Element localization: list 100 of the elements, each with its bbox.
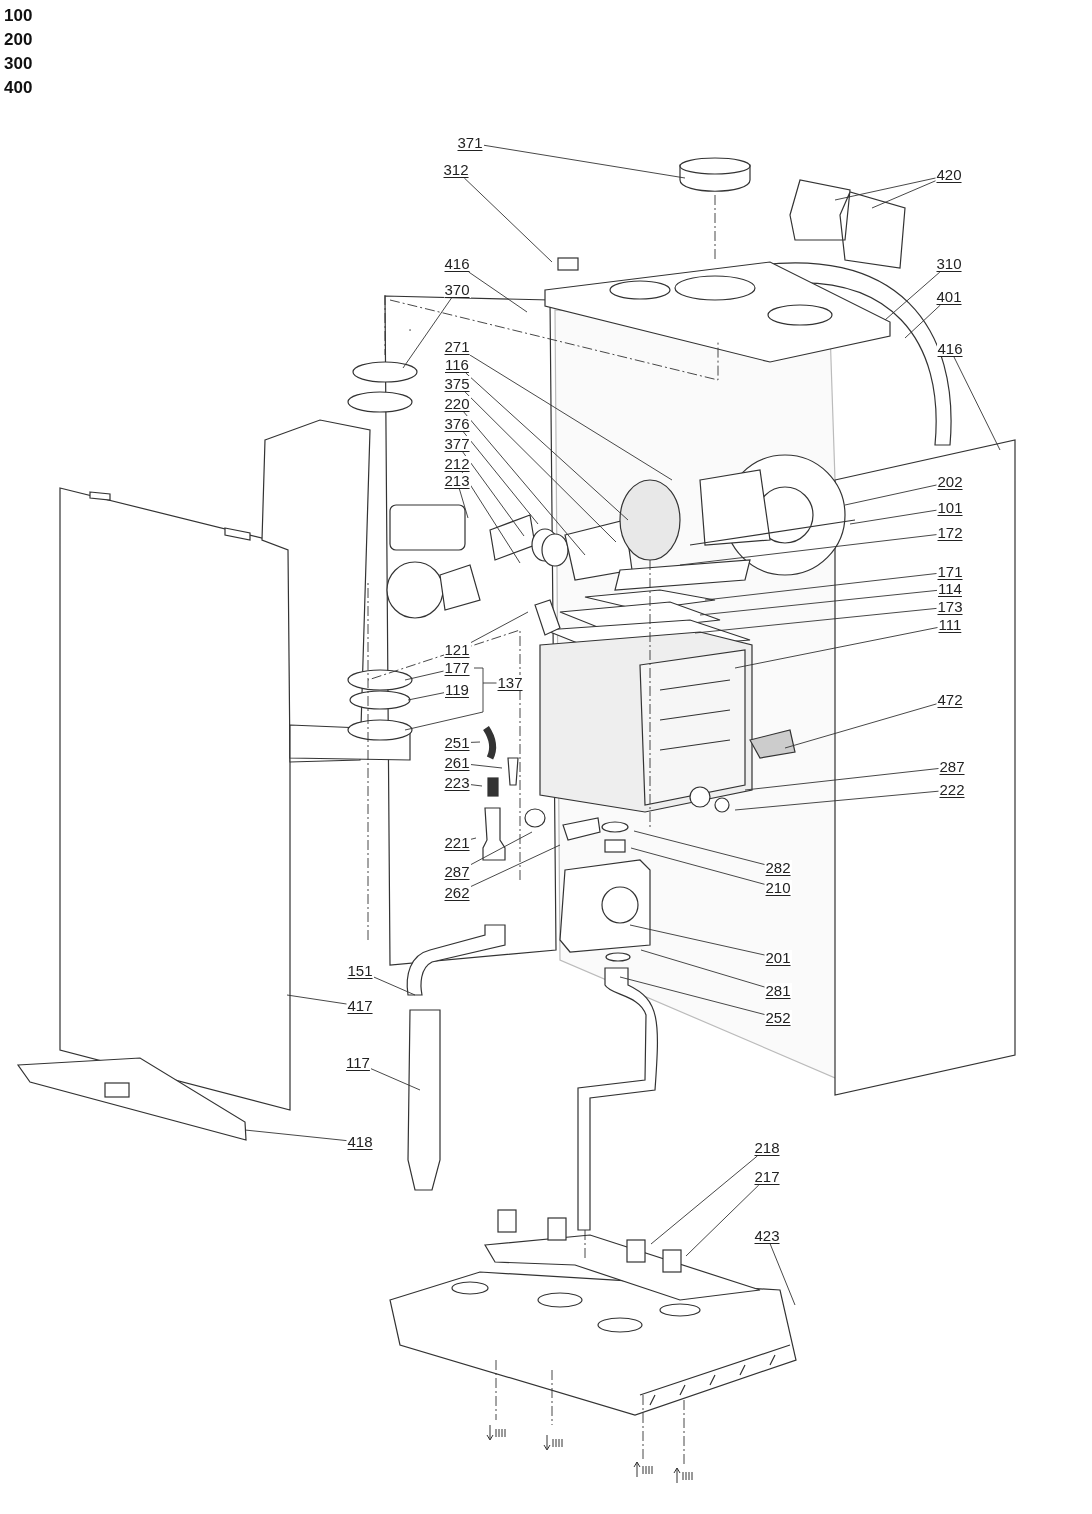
callout-number: 177 (443, 660, 471, 676)
leader-line (640, 949, 765, 988)
callout-number: 173 (936, 599, 964, 615)
callout-number: 371 (456, 135, 484, 151)
leader-line (470, 837, 477, 840)
leader-line (834, 177, 936, 201)
callout-number: 423 (753, 1228, 781, 1244)
callout-number: 401 (935, 289, 963, 305)
leader-line (373, 976, 416, 996)
leader-line (694, 607, 937, 634)
callout-number: 116 (444, 357, 470, 373)
leader-line (244, 1129, 347, 1142)
leader-line (461, 471, 521, 564)
leader-line (699, 589, 938, 616)
leader-line (470, 611, 529, 644)
callout-number: 418 (346, 1134, 374, 1150)
callout-number: 221 (443, 835, 471, 851)
leader-line (704, 573, 937, 601)
leader-line (784, 703, 937, 749)
leader-line (769, 1243, 796, 1306)
callout-number: 416 (443, 256, 471, 272)
leader-line (402, 297, 452, 369)
callout-number: 282 (764, 860, 792, 876)
leader-line (463, 177, 553, 263)
leader-line (734, 627, 938, 669)
leader-line (463, 431, 539, 525)
leader-line (465, 372, 629, 521)
callout-number: 262 (443, 885, 471, 901)
callout-number: 114 (937, 581, 963, 597)
leader-line (953, 356, 1001, 451)
callout-number: 210 (764, 880, 792, 896)
leader-line (734, 790, 939, 811)
model-number: 200 (4, 30, 33, 50)
leader-line (685, 1184, 760, 1257)
callout-number: 217 (753, 1169, 781, 1185)
leader-line (650, 1155, 758, 1245)
callout-number: 223 (443, 775, 471, 791)
callout-number: 172 (936, 525, 964, 541)
callout-number: 261 (443, 755, 471, 771)
leader-line (286, 994, 347, 1005)
leader-line (844, 484, 937, 506)
leader-line (629, 924, 765, 956)
model-number: 300 (4, 54, 33, 74)
callout-number: 222 (938, 782, 966, 798)
leader-line (679, 534, 937, 566)
leader-line (470, 831, 533, 866)
callout-number: 117 (345, 1055, 371, 1071)
leader-line (630, 847, 765, 885)
leader-line (904, 304, 941, 339)
leader-line (470, 741, 481, 743)
callout-number: 281 (764, 983, 792, 999)
model-number: 100 (4, 6, 33, 26)
callout-number: 218 (753, 1140, 781, 1156)
leader-line (463, 411, 586, 556)
callout-number: 420 (935, 167, 963, 183)
leader-line (407, 692, 445, 701)
callout-number: 375 (443, 376, 471, 392)
callout-number: 202 (936, 474, 964, 490)
leader-line (744, 768, 939, 791)
callout-number: 220 (443, 396, 471, 412)
model-number: 400 (4, 78, 33, 98)
leader-line (470, 764, 503, 769)
callout-number: 212 (443, 456, 471, 472)
callout-number: 287 (938, 759, 966, 775)
callout-number: 377 (443, 436, 471, 452)
leader-line (871, 180, 936, 209)
leader-line (464, 391, 617, 543)
leader-line (470, 844, 561, 888)
callout-number: 370 (443, 282, 471, 298)
callout-number: 271 (443, 339, 471, 355)
leader-line (468, 271, 528, 313)
leader-line (458, 488, 469, 519)
callout-number: 111 (937, 617, 963, 633)
callout-number: 312 (442, 162, 470, 178)
leader-line (404, 670, 444, 681)
leader-line (483, 144, 686, 179)
leader-line (884, 271, 941, 321)
callout-number: 137 (496, 675, 524, 691)
callout-number: 376 (443, 416, 471, 432)
callout-number: 151 (346, 963, 374, 979)
callout-number: 472 (936, 692, 964, 708)
callout-number: 416 (936, 341, 964, 357)
callout-number: 252 (764, 1010, 792, 1026)
callout-number: 101 (936, 500, 964, 516)
leader-line (849, 509, 937, 525)
callout-number: 121 (443, 642, 471, 658)
callout-number: 287 (443, 864, 471, 880)
leader-line (370, 1068, 421, 1091)
callout-number: 171 (936, 564, 964, 580)
callout-number: 201 (764, 950, 792, 966)
leader-line (470, 784, 483, 787)
callout-number: 119 (444, 682, 470, 698)
leader-line (633, 830, 765, 865)
leader-line (404, 667, 497, 731)
callout-number: 310 (935, 256, 963, 272)
callout-number: 251 (443, 735, 471, 751)
callout-number: 213 (443, 473, 471, 489)
leader-line (469, 354, 673, 481)
callout-number: 417 (346, 998, 374, 1014)
leader-line (462, 451, 525, 537)
